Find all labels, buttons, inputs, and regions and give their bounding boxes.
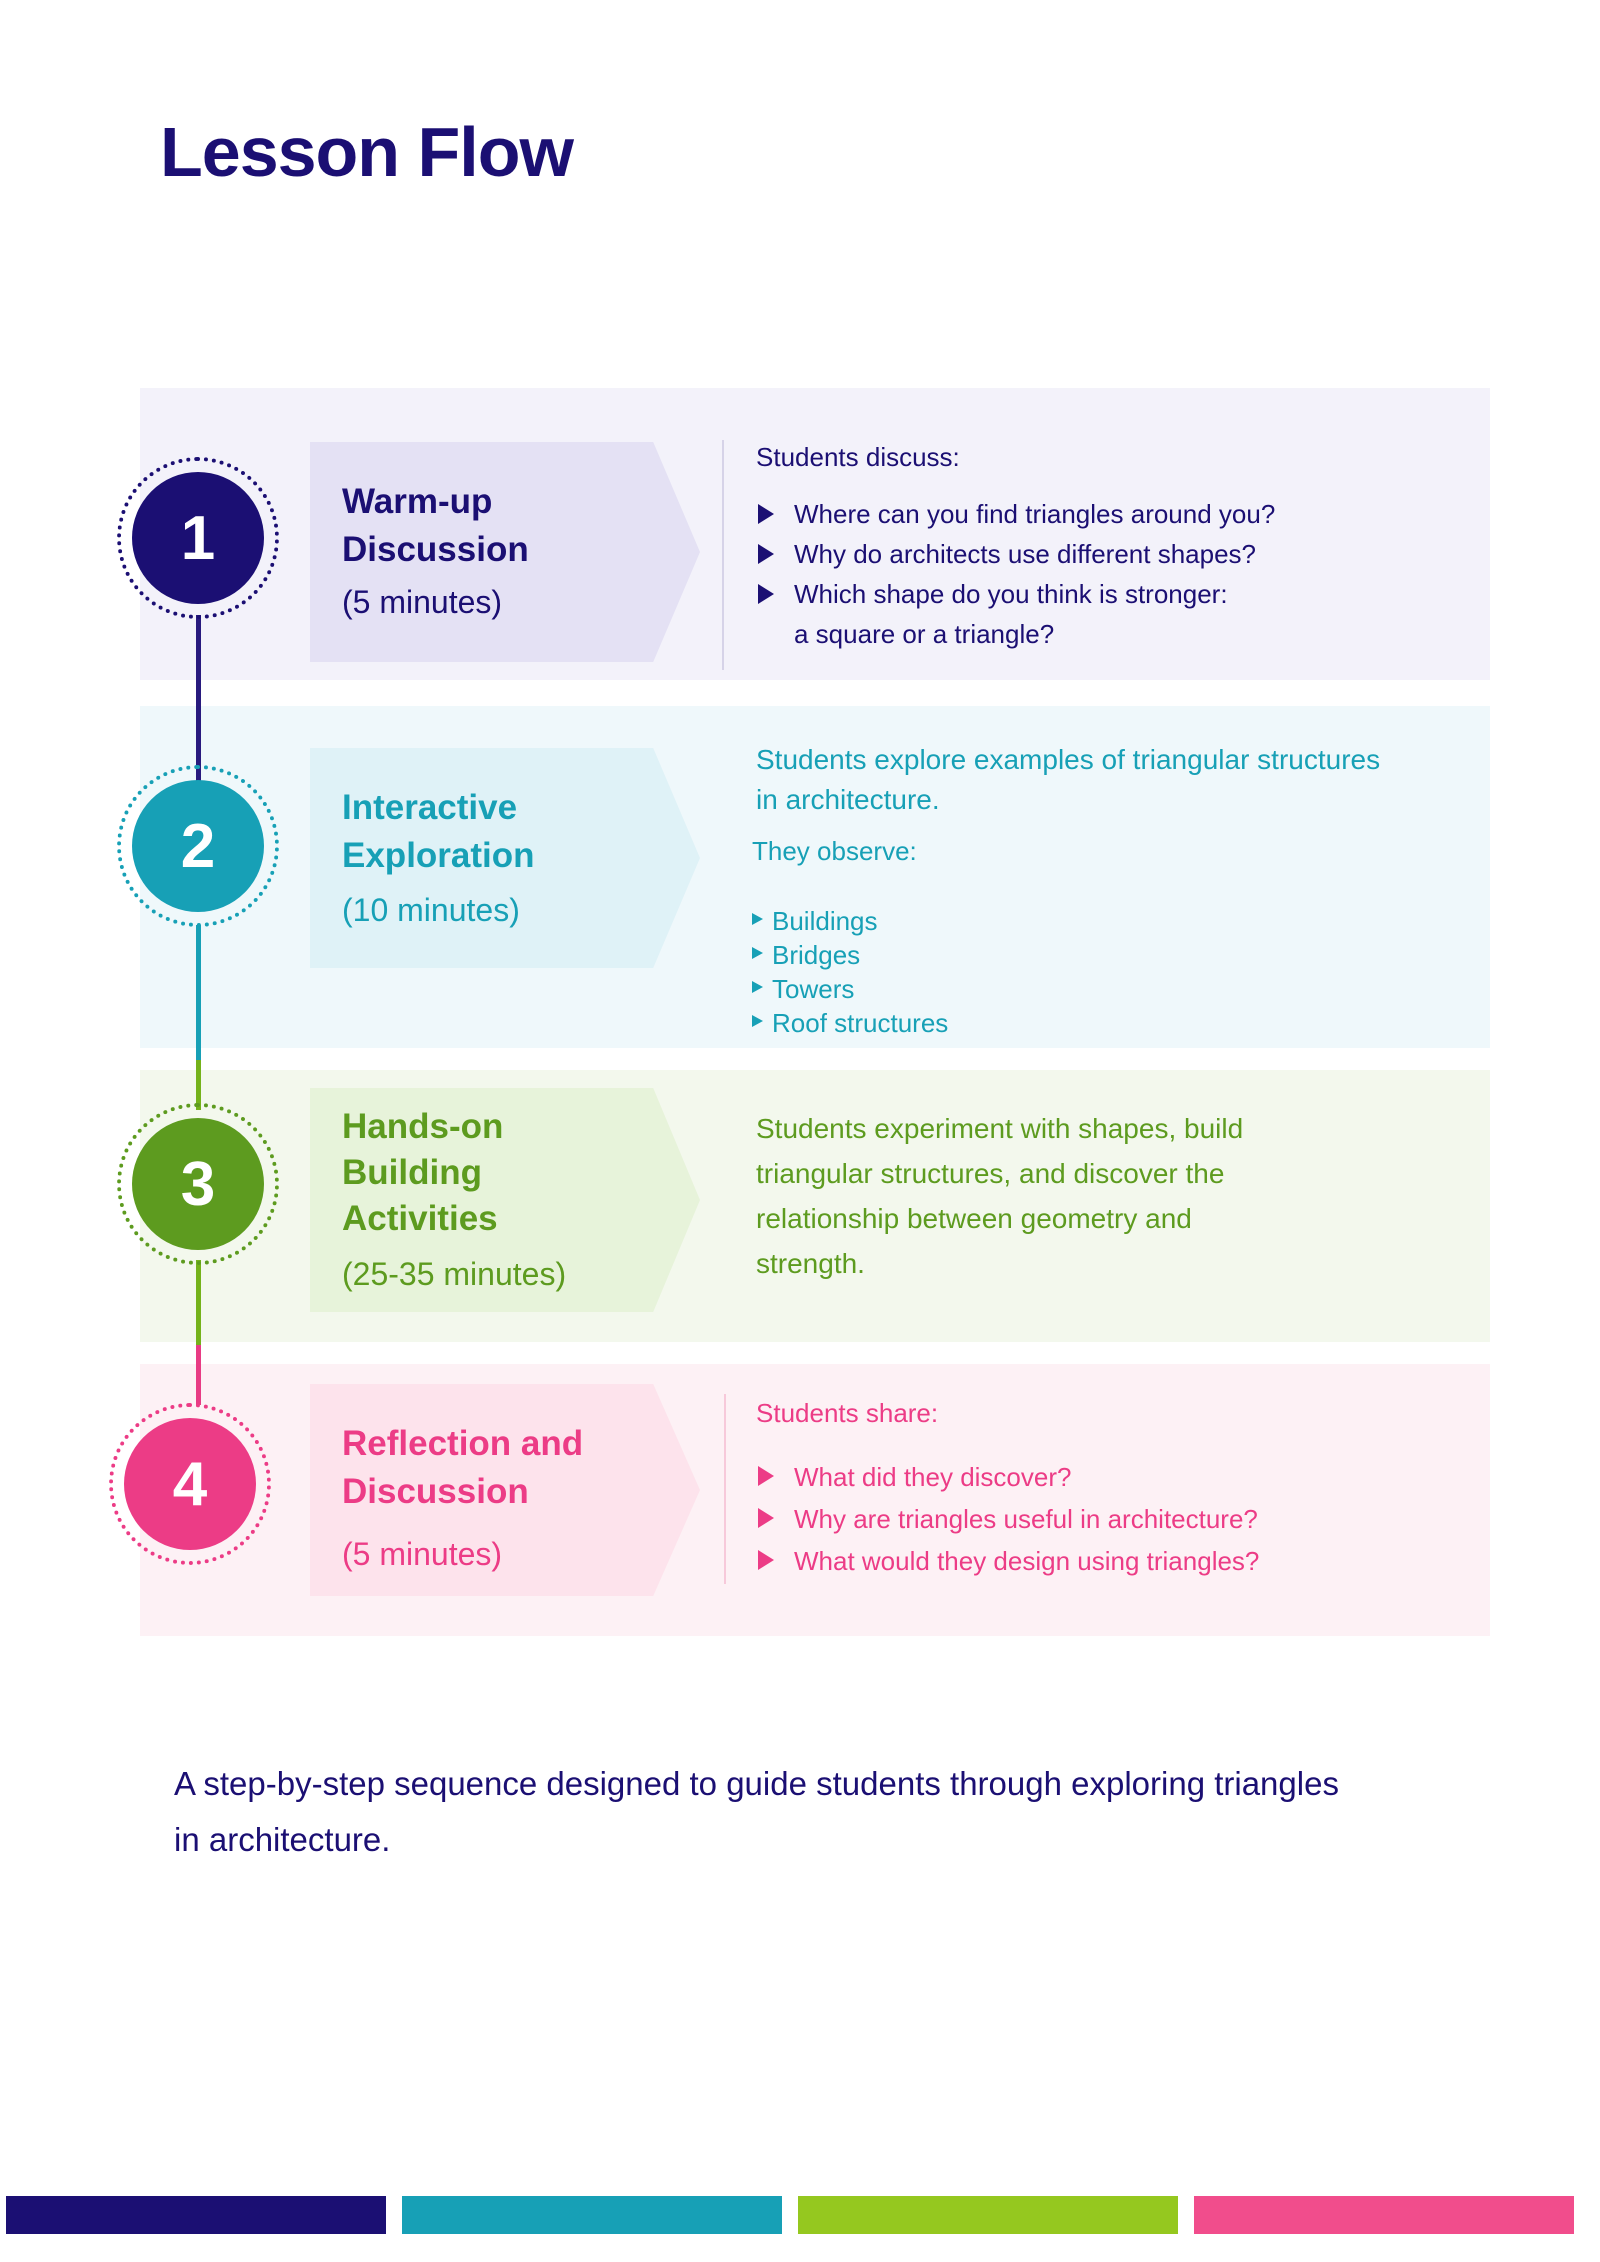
triangle-bullet-icon (758, 584, 774, 604)
triangle-bullet-icon (752, 981, 763, 993)
triangle-bullet-icon (758, 1466, 774, 1486)
step-2-heading-line: Exploration (342, 836, 535, 875)
step-2-heading: Interactive Exploration (342, 784, 535, 880)
step-2-observe-list: Buildings Bridges Towers Roof structures (752, 904, 948, 1040)
triangle-bullet-icon (752, 1015, 763, 1027)
triangle-bullet-icon (752, 947, 763, 959)
step-4-heading-line: Discussion (342, 1472, 529, 1511)
step-1-duration: (5 minutes) (342, 584, 503, 620)
triangle-bullet-icon (758, 504, 774, 524)
triangle-bullet-icon (752, 913, 763, 925)
list-item: Where can you find triangles around you? (756, 494, 1275, 534)
footer-color-bar (1194, 2196, 1574, 2234)
step-3-heading-line: Activities (342, 1199, 498, 1238)
triangle-bullet-icon (758, 1550, 774, 1570)
step-1-label: Students discuss: (756, 442, 960, 472)
triangle-bullet-icon (758, 544, 774, 564)
step-3-duration: (25-35 minutes) (342, 1256, 567, 1292)
step-4-heading-line: Reflection and (342, 1424, 584, 1463)
step-2-label: They observe: (752, 836, 917, 866)
timeline-connector (196, 615, 201, 785)
triangle-bullet-icon (758, 1508, 774, 1528)
step-1-number-badge: 1 (117, 457, 279, 619)
step-2-arrow-box (310, 748, 700, 968)
step-1-heading-line: Discussion (342, 530, 529, 569)
step-3-heading-line: Building (342, 1153, 482, 1192)
list-item: Roof structures (752, 1006, 948, 1040)
step-1-arrow-box (310, 442, 700, 662)
footer-color-bar (798, 2196, 1178, 2234)
step-4-duration: (5 minutes) (342, 1536, 503, 1572)
step-2-duration: (10 minutes) (342, 892, 520, 928)
footer-color-bar (402, 2196, 782, 2234)
list-item: Bridges (752, 938, 948, 972)
step-4-number-badge: 4 (109, 1403, 271, 1565)
timeline-connector (196, 1060, 201, 1110)
step-4-heading: Reflection and Discussion (342, 1420, 583, 1516)
step-2-heading-line: Interactive (342, 788, 518, 827)
footer-color-bar (6, 2196, 386, 2234)
step-4-arrow-box (310, 1384, 700, 1596)
step-1-question-list: Where can you find triangles around you?… (756, 494, 1275, 654)
step-3-description: Students experiment with shapes, build t… (756, 1113, 1244, 1279)
step-4-share-list: What did they discover? Why are triangle… (756, 1456, 1259, 1582)
step-3-arrow-box (310, 1088, 700, 1312)
list-item: Why do architects use different shapes? (756, 534, 1275, 574)
list-item: What did they discover? (756, 1456, 1259, 1498)
step-4-divider (724, 1394, 726, 1584)
footer-note: A step-by-step sequence designed to guid… (174, 1765, 1339, 1858)
step-1-heading: Warm-up Discussion (342, 478, 529, 574)
list-item: Why are triangles useful in architecture… (756, 1498, 1259, 1540)
step-3-heading: Hands-on Building Activities (342, 1104, 503, 1242)
timeline-connector (196, 1260, 201, 1350)
list-item: Towers (752, 972, 948, 1006)
step-2-number-badge: 2 (117, 765, 279, 927)
step-4-label: Students share: (756, 1398, 939, 1428)
list-item: a square or a triangle? (794, 619, 1055, 649)
list-item: Which shape do you think is stronger: (756, 574, 1275, 614)
timeline-connector (196, 1345, 201, 1405)
page-title: Lesson Flow (160, 113, 574, 191)
step-3-number-badge: 3 (117, 1103, 279, 1265)
list-item: What would they design using triangles? (756, 1540, 1259, 1582)
list-item: Buildings (752, 904, 948, 938)
step-3-heading-line: Hands-on (342, 1107, 504, 1146)
step-1-heading-line: Warm-up (342, 482, 493, 521)
timeline-connector (196, 925, 201, 1060)
step-2-intro: Students explore examples of triangular … (756, 744, 1381, 815)
step-1-divider (722, 440, 724, 670)
